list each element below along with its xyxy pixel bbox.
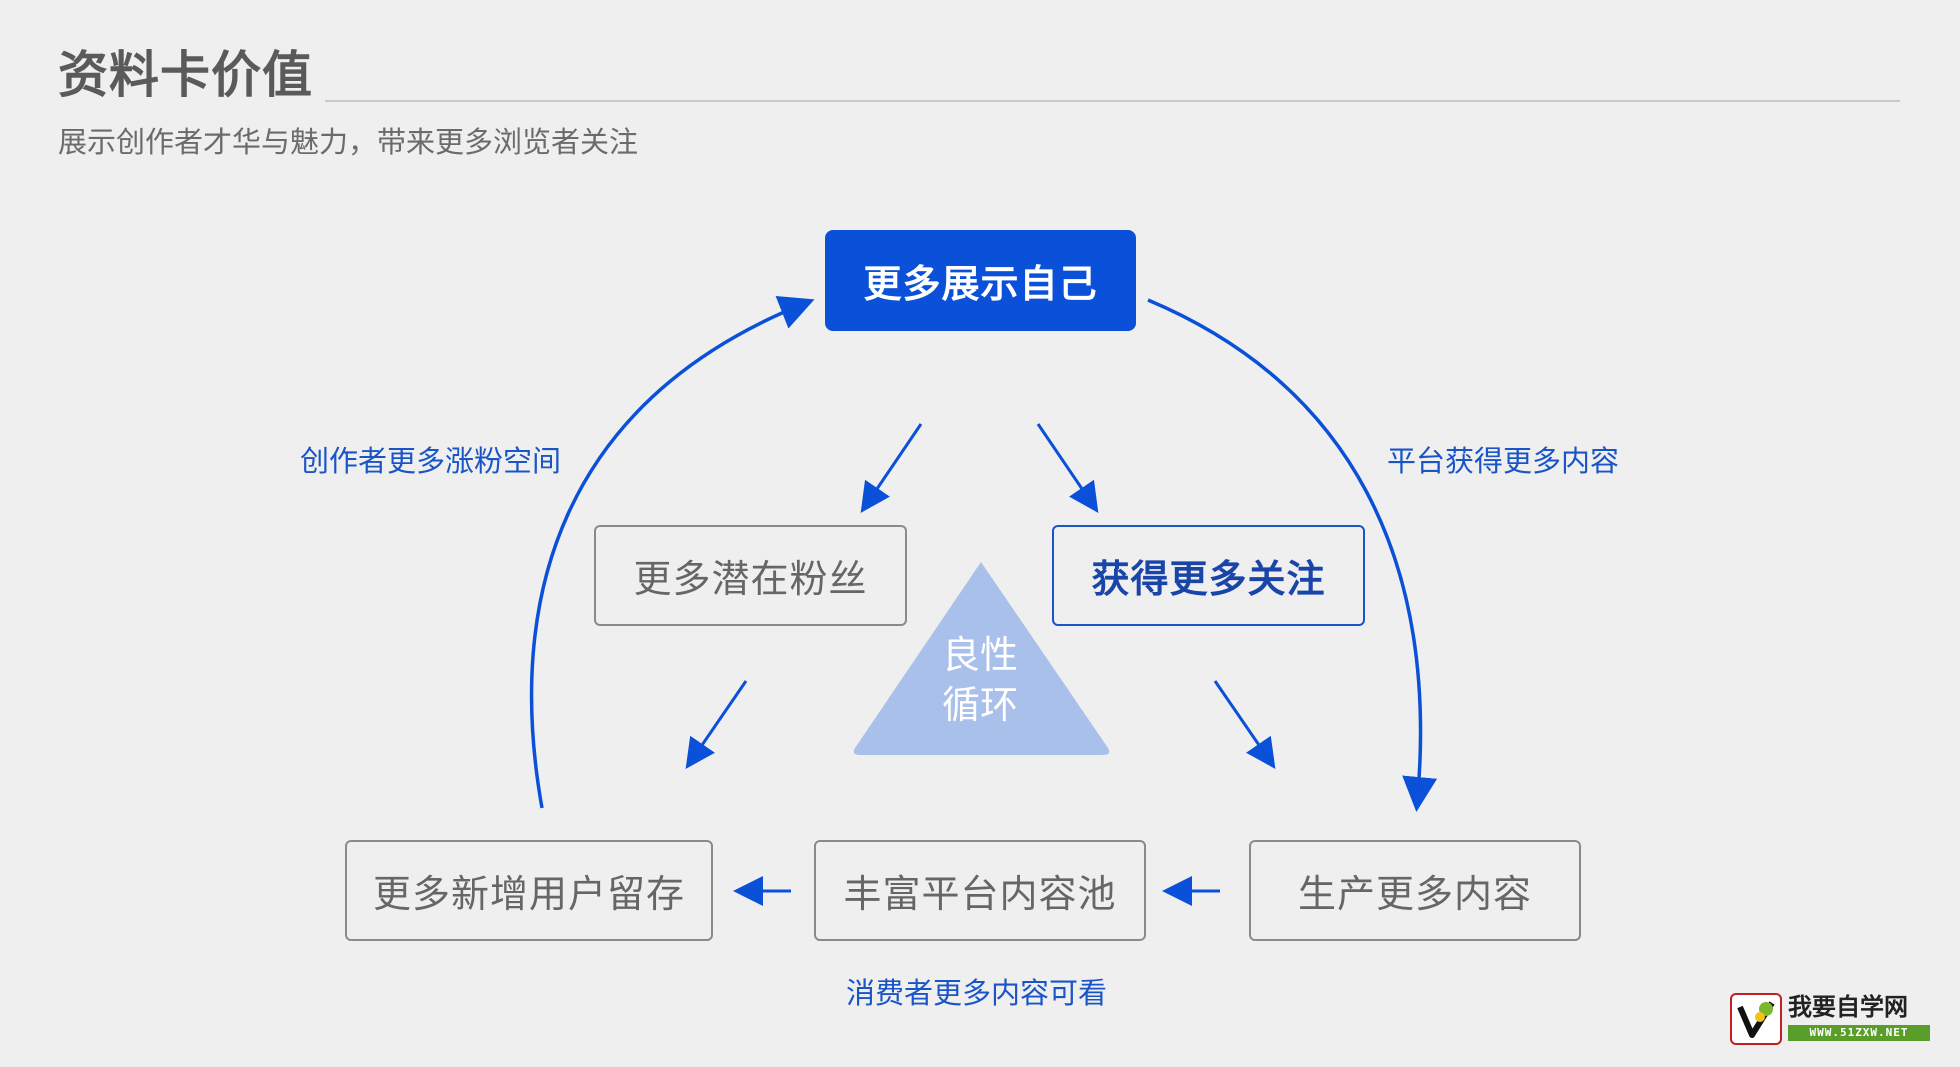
arrow-top-to-potential-fans [860, 423, 923, 513]
edge-label-right: 平台获得更多内容 [1387, 444, 1620, 478]
node-more-follows: 获得更多关注 [1052, 525, 1365, 626]
node-potential-fans: 更多潜在粉丝 [594, 525, 907, 626]
node-produce-content: 生产更多内容 [1249, 840, 1581, 941]
logo-url: WWW.51ZXW.NET [1788, 1025, 1930, 1041]
node-content-pool: 丰富平台内容池 [814, 840, 1146, 941]
node-show-yourself: 更多展示自己 [825, 230, 1136, 331]
arrow-potential-fans-to-retention [685, 680, 748, 769]
page-title: 资料卡价值 [58, 46, 313, 104]
title-divider [325, 100, 1900, 102]
center-label-line1: 良性 [941, 633, 1018, 677]
arrow-more-follows-to-produce [1213, 680, 1276, 769]
center-label: 良性 循环 [880, 630, 1080, 730]
arrow-top-to-more-follows [1036, 423, 1099, 513]
site-logo: 我要自学网 WWW.51ZXW.NET [1730, 993, 1930, 1047]
arc-arrow-left [529, 296, 815, 809]
node-user-retention: 更多新增用户留存 [345, 840, 713, 941]
edge-label-left: 创作者更多涨粉空间 [300, 444, 562, 478]
edge-label-bottom: 消费者更多内容可看 [846, 976, 1108, 1010]
logo-badge-icon [1730, 993, 1782, 1045]
arc-arrow-right [1147, 298, 1438, 812]
logo-name: 我要自学网 [1788, 993, 1908, 1021]
page-subtitle: 展示创作者才华与魅力，带来更多浏览者关注 [58, 125, 639, 159]
center-label-line2: 循环 [941, 683, 1018, 727]
center-triangle [853, 562, 1110, 755]
